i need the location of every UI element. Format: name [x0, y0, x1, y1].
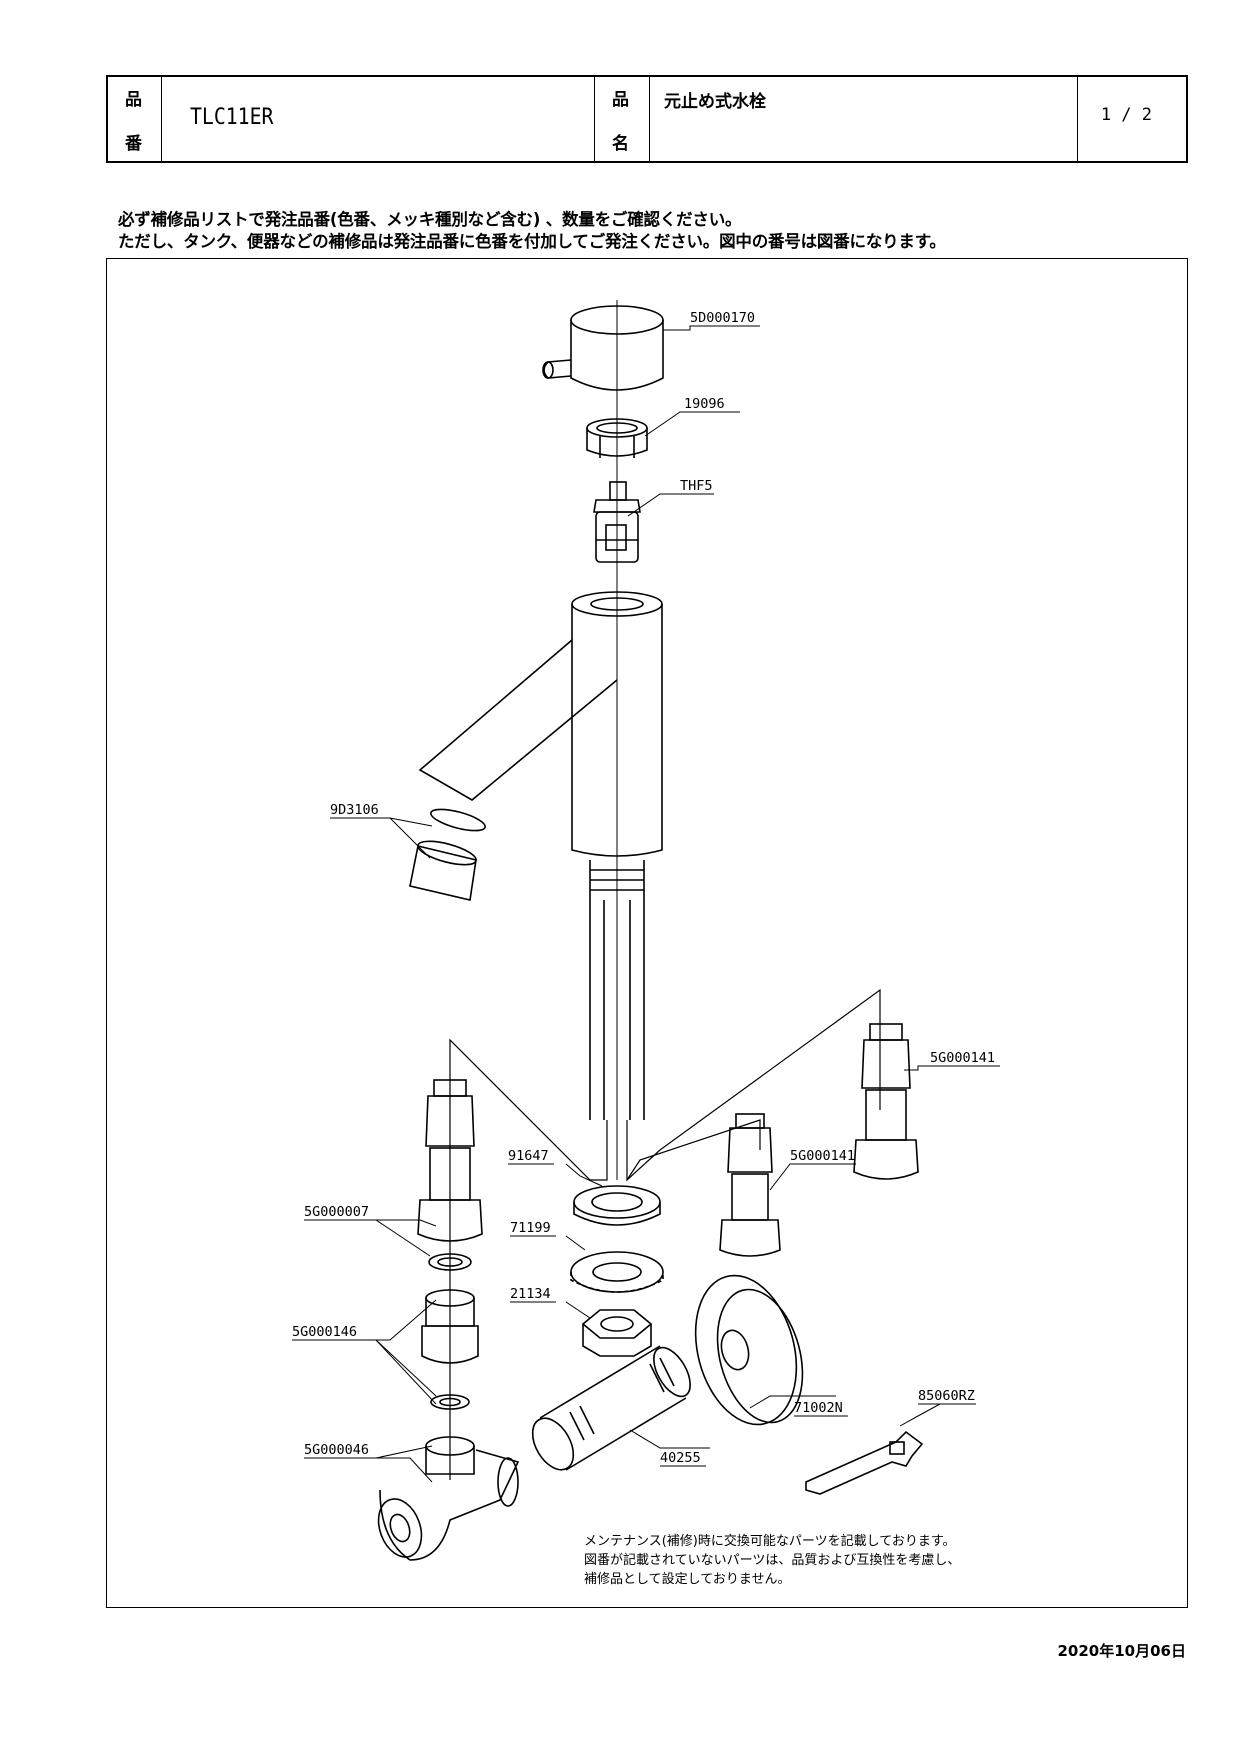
notice-line-2: ただし、タンク、便器などの補修品は発注品番に色番を付加してご発注ください。図中の… — [118, 232, 946, 251]
valve-5g000141-a — [853, 1023, 919, 1180]
part-no-label-2: 番 — [125, 134, 142, 154]
part-no-label-1: 品 — [125, 90, 142, 110]
washer-5g000146-a — [428, 1253, 472, 1271]
footnote-line-1: メンテナンス(補修)時に交換可能なパーツを記載しております。 — [584, 1534, 956, 1549]
washer-91647 — [573, 1185, 661, 1226]
footnote-line-3: 補修品として設定しておりません。 — [584, 1572, 791, 1587]
lock-washer-71199 — [570, 1251, 664, 1293]
label-thf5: THF5 — [680, 478, 713, 494]
label-5g000141-b: 5G000141 — [790, 1148, 855, 1164]
valve-5g000007 — [417, 1079, 483, 1242]
nut-19096 — [586, 418, 648, 458]
part-number: TLC11ER — [190, 105, 274, 130]
nipple-5g000146 — [421, 1289, 479, 1364]
nut-21134 — [581, 1309, 653, 1357]
label-underlines — [292, 325, 1000, 1467]
label-19096: 19096 — [684, 396, 725, 412]
valve-5g000141-b — [719, 1113, 781, 1257]
notice-line-1: 必ず補修品リストで発注品番(色番、メッキ種別など含む) 、数量をご確認ください。 — [118, 210, 742, 229]
label-5g000007: 5G000007 — [304, 1204, 369, 1220]
label-85060rz: 85060RZ — [918, 1388, 975, 1404]
product-name-label-2: 名 — [612, 134, 629, 154]
pipe-40255 — [531, 1345, 691, 1471]
footnote-line-2: 図番が記載されていないパーツは、品質および互換性を考慮し、 — [584, 1553, 961, 1568]
washer-5g000046 — [430, 1394, 470, 1410]
product-name-cell: 元止め式水栓 — [650, 77, 1078, 161]
drawing-frame — [106, 258, 1188, 1608]
label-71002n: 71002N — [794, 1400, 843, 1416]
stop-valve-body — [377, 1436, 520, 1561]
leader-lines — [330, 325, 1000, 1483]
part-no-label-cell: 品 番 — [108, 77, 162, 161]
label-40255: 40255 — [660, 1450, 701, 1466]
wrench-85060rz — [805, 1430, 924, 1495]
faucet-body — [418, 591, 663, 1120]
product-name-label-1: 品 — [612, 90, 629, 110]
product-name: 元止め式水栓 — [664, 92, 766, 112]
page-number: 1 / 2 — [1100, 105, 1152, 125]
title-block: 品 番 TLC11ER 品 名 元止め式水栓 1 / 2 — [106, 75, 1188, 163]
label-5d000170: 5D000170 — [690, 310, 755, 326]
issue-date: 2020年10月06日 — [1057, 1642, 1187, 1660]
label-21134: 21134 — [510, 1286, 551, 1302]
product-name-label-cell: 品 名 — [594, 77, 650, 161]
handle-part — [542, 305, 664, 391]
label-91647: 91647 — [508, 1148, 549, 1164]
aerator-9d3106 — [409, 808, 486, 901]
escutcheon-71002n — [694, 1274, 804, 1426]
label-5g000146: 5G000146 — [292, 1324, 357, 1340]
label-5g000141-a: 5G000141 — [930, 1050, 995, 1066]
cartridge-thf5 — [593, 481, 641, 563]
label-71199: 71199 — [510, 1220, 551, 1236]
supply-hoses — [449, 988, 881, 1480]
label-9d3106: 9D3106 — [330, 802, 379, 818]
label-5g000046: 5G000046 — [304, 1442, 369, 1458]
